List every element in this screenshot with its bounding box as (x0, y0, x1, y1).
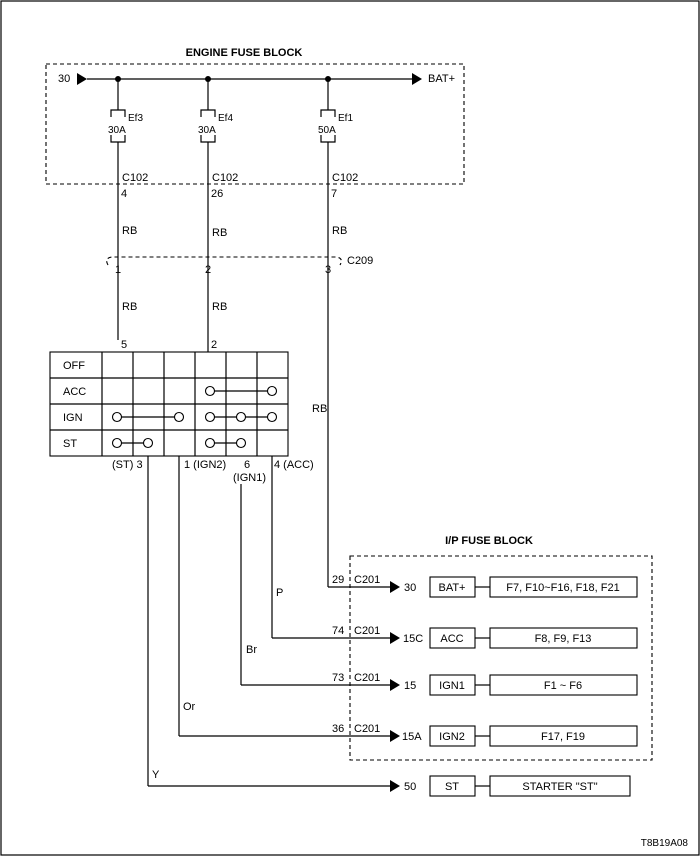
wire-color-label: RB (332, 225, 347, 237)
connector-pin: 73 (332, 672, 344, 684)
connector-label: C102 (212, 172, 238, 184)
connector-pin: 29 (332, 574, 344, 586)
connector-outline (106, 256, 342, 266)
wire-color-label: RB (212, 227, 227, 239)
output-st-label: (ST) 3 (112, 459, 143, 471)
terminal-label: 30 (404, 582, 416, 594)
circuit-bat: 29 C201 30 BAT+ F7, F10~F16, F18, F21 (332, 574, 638, 598)
bus-input-arrow (77, 73, 87, 85)
engine-fuse-block-title: ENGINE FUSE BLOCK (186, 47, 303, 59)
wire-color-label: RB (122, 301, 137, 313)
terminal-label: 15C (403, 633, 423, 645)
connector-label: C201 (354, 625, 380, 637)
wire-color-label: RB (122, 225, 137, 237)
connector-pin: 74 (332, 625, 344, 637)
connector-pin: 2 (205, 264, 211, 276)
bus-output-label: BAT+ (428, 73, 455, 85)
wire-color-label: RB (312, 403, 327, 415)
ip-fuse-block-outline (349, 555, 653, 761)
connector-pin: 36 (332, 723, 344, 735)
fuse-list: F8, F9, F13 (535, 633, 592, 645)
output-ign1-label: (IGN1) (233, 472, 266, 484)
connector-c209: C209 1 2 3 (106, 255, 373, 276)
connector-pin: 3 (325, 264, 331, 276)
wire-color-label: Y (152, 769, 160, 781)
ignition-switch: OFF ACC IGN ST (ST) 3 (49, 351, 314, 484)
fuse-name: Ef3 (128, 113, 143, 124)
circuit-acc: 74 C201 15C ACC F8, F9, F13 (332, 625, 638, 649)
fuse-ef1: Ef1 50A C102 7 (318, 76, 358, 587)
ip-fuse-block-title: I/P FUSE BLOCK (445, 535, 533, 547)
circuit-ign2: 36 C201 15A IGN2 F17, F19 (332, 723, 638, 747)
connector-pin: 1 (115, 264, 121, 276)
fuse-list: F1 ~ F6 (544, 680, 582, 692)
switch-position-ign: IGN (63, 412, 83, 424)
wire-color-label: Or (183, 701, 196, 713)
fuse-symbol-top (200, 109, 216, 117)
circuit-ign1: 73 C201 15 IGN1 F1 ~ F6 (332, 672, 638, 696)
starter-circuit: 50 ST STARTER "ST" (404, 775, 631, 797)
connector-name: C209 (347, 255, 373, 267)
output-ign1-pin: 6 (244, 459, 250, 471)
wire-color-label: RB (212, 301, 227, 313)
fuse-symbol-bottom (200, 135, 216, 143)
output-acc-label: 4 (ACC) (274, 459, 314, 471)
circuit-label: IGN2 (439, 731, 465, 743)
connector-label: C201 (354, 723, 380, 735)
starter-description: STARTER "ST" (522, 781, 597, 793)
fuse-name: Ef4 (218, 113, 233, 124)
output-wires: Y Or Br P (147, 456, 400, 792)
engine-fuse-block-outline (45, 63, 465, 185)
circuit-label: ACC (440, 633, 463, 645)
fuse-symbol-top (110, 109, 126, 117)
engine-fuse-block: ENGINE FUSE BLOCK 30 BAT+ Ef3 30A C102 4… (45, 47, 465, 587)
circuit-label: BAT+ (438, 582, 465, 594)
switch-position-acc: ACC (63, 386, 86, 398)
bus-output-arrow (412, 73, 422, 85)
figure-code: T8B19A08 (641, 838, 689, 849)
fuse-symbol-bottom (320, 135, 336, 143)
acc-connection (204, 385, 278, 397)
fuse-symbol-bottom (110, 135, 126, 143)
switch-pin: 2 (211, 339, 217, 351)
switch-position-off: OFF (63, 360, 85, 372)
connector-label: C102 (332, 172, 358, 184)
terminal-label: 15 (404, 680, 416, 692)
fuse-rating: 30A (198, 125, 216, 136)
circuit-label: IGN1 (439, 680, 465, 692)
wire-color-label: P (276, 587, 283, 599)
fuse-symbol-top (320, 109, 336, 117)
wire-color-label: Br (246, 644, 257, 656)
terminal-label: 15A (402, 731, 422, 743)
fuse-ef3: Ef3 30A C102 4 (108, 76, 148, 340)
bus-input-label: 30 (58, 73, 70, 85)
connector-pin: 4 (121, 188, 127, 200)
fuse-ef4: Ef4 30A C102 26 (198, 76, 238, 352)
fuse-rating: 30A (108, 125, 126, 136)
terminal-label: 50 (404, 781, 416, 793)
connector-label: C201 (354, 574, 380, 586)
switch-pin: 5 (121, 339, 127, 351)
connector-pin: 26 (211, 188, 223, 200)
output-ign2-label: 1 (IGN2) (184, 459, 226, 471)
connector-label: C201 (354, 672, 380, 684)
fuse-rating: 50A (318, 125, 336, 136)
ip-fuse-block: I/P FUSE BLOCK 29 C201 30 BAT+ F7, F10~F… (332, 535, 653, 761)
fuse-name: Ef1 (338, 113, 353, 124)
st-connection (111, 437, 247, 449)
connector-label: C102 (122, 172, 148, 184)
fuse-list: F17, F19 (541, 731, 585, 743)
fuse-list: F7, F10~F16, F18, F21 (506, 582, 619, 594)
connector-pin: 7 (331, 188, 337, 200)
switch-position-st: ST (63, 438, 77, 450)
ign-connection (111, 411, 278, 423)
circuit-label: ST (445, 781, 459, 793)
